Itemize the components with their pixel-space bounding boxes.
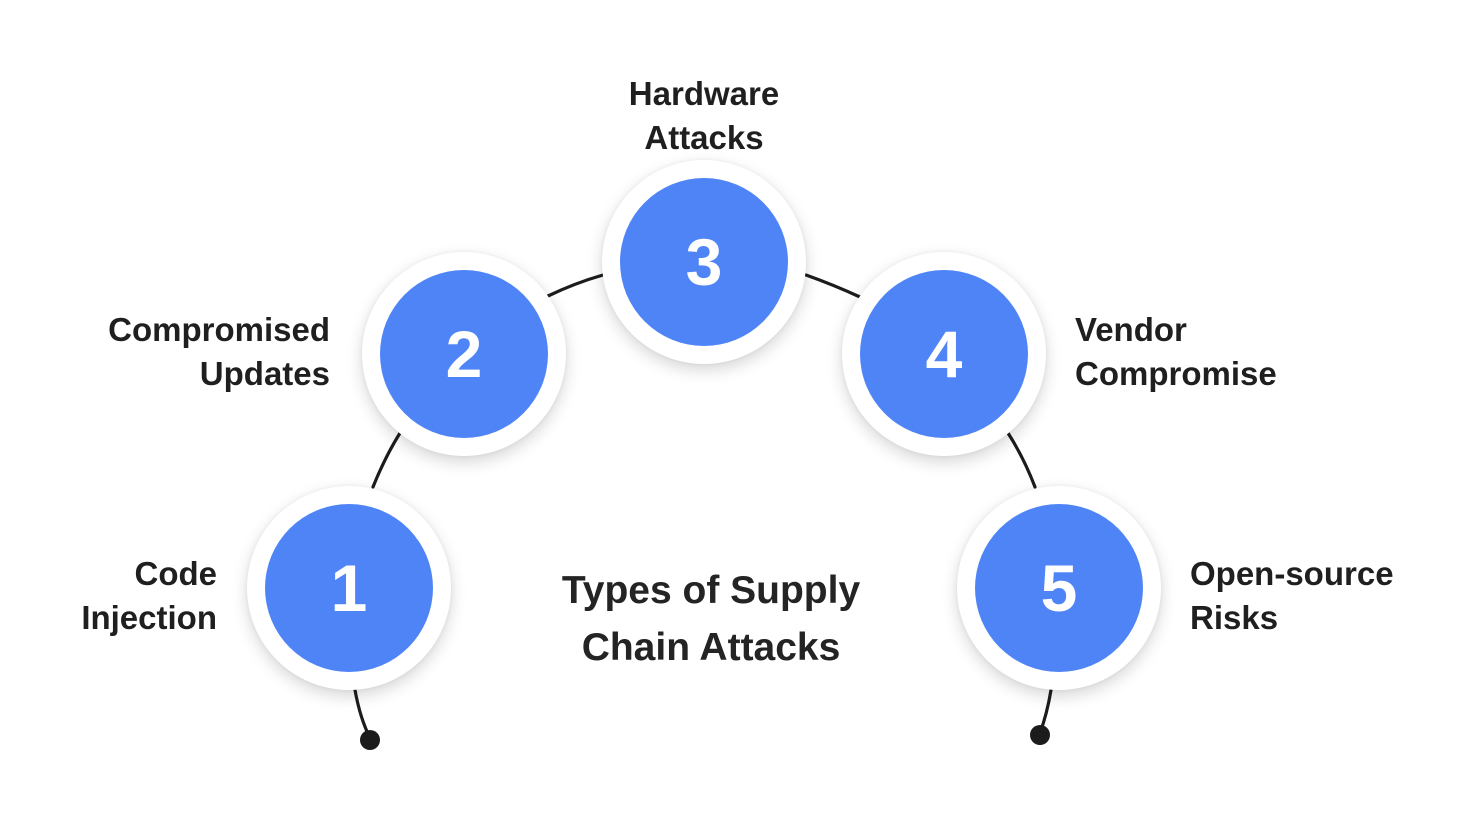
step-2-label-line-2: Updates [199, 355, 330, 392]
diagram-title-line-1: Types of Supply [561, 569, 861, 612]
step-2-node: 2 [362, 252, 566, 456]
step-3-label-line-1: Hardware [628, 75, 780, 112]
step-2-label-line-1: Compromised [108, 311, 330, 348]
tail-left-dot [360, 730, 380, 750]
step-3-label: Hardware Attacks [554, 72, 854, 160]
step-4-node: 4 [842, 252, 1046, 456]
step-5-number: 5 [975, 504, 1143, 672]
step-3-node: 3 [602, 160, 806, 364]
step-3-number: 3 [620, 178, 788, 346]
step-5-label: Open-source Risks [1190, 552, 1394, 640]
step-1-label: Code Injection [81, 552, 217, 640]
step-1-node: 1 [247, 486, 451, 690]
connector-2-3 [546, 273, 605, 298]
step-5-label-line-2: Risks [1190, 599, 1279, 636]
step-4-number: 4 [860, 270, 1028, 438]
step-3-label-line-2: Attacks [644, 119, 764, 156]
step-4-label: Vendor Compromise [1075, 308, 1277, 396]
step-2-number: 2 [380, 270, 548, 438]
step-4-label-line-2: Compromise [1075, 355, 1277, 392]
diagram-title-line-2: Chain Attacks [581, 626, 841, 669]
diagram-title: Types of Supply Chain Attacks [486, 562, 936, 676]
step-1-label-line-1: Code [134, 555, 218, 592]
tail-right-dot [1030, 725, 1050, 745]
step-5-node: 5 [957, 486, 1161, 690]
step-1-label-line-2: Injection [81, 599, 217, 636]
step-1-number: 1 [265, 504, 433, 672]
step-2-label: Compromised Updates [108, 308, 330, 396]
connector-4-5 [1006, 431, 1037, 489]
connector-1-2 [371, 431, 402, 489]
connector-3-4 [804, 273, 862, 299]
step-5-label-line-1: Open-source [1190, 555, 1394, 592]
step-4-label-line-1: Vendor [1075, 311, 1187, 348]
